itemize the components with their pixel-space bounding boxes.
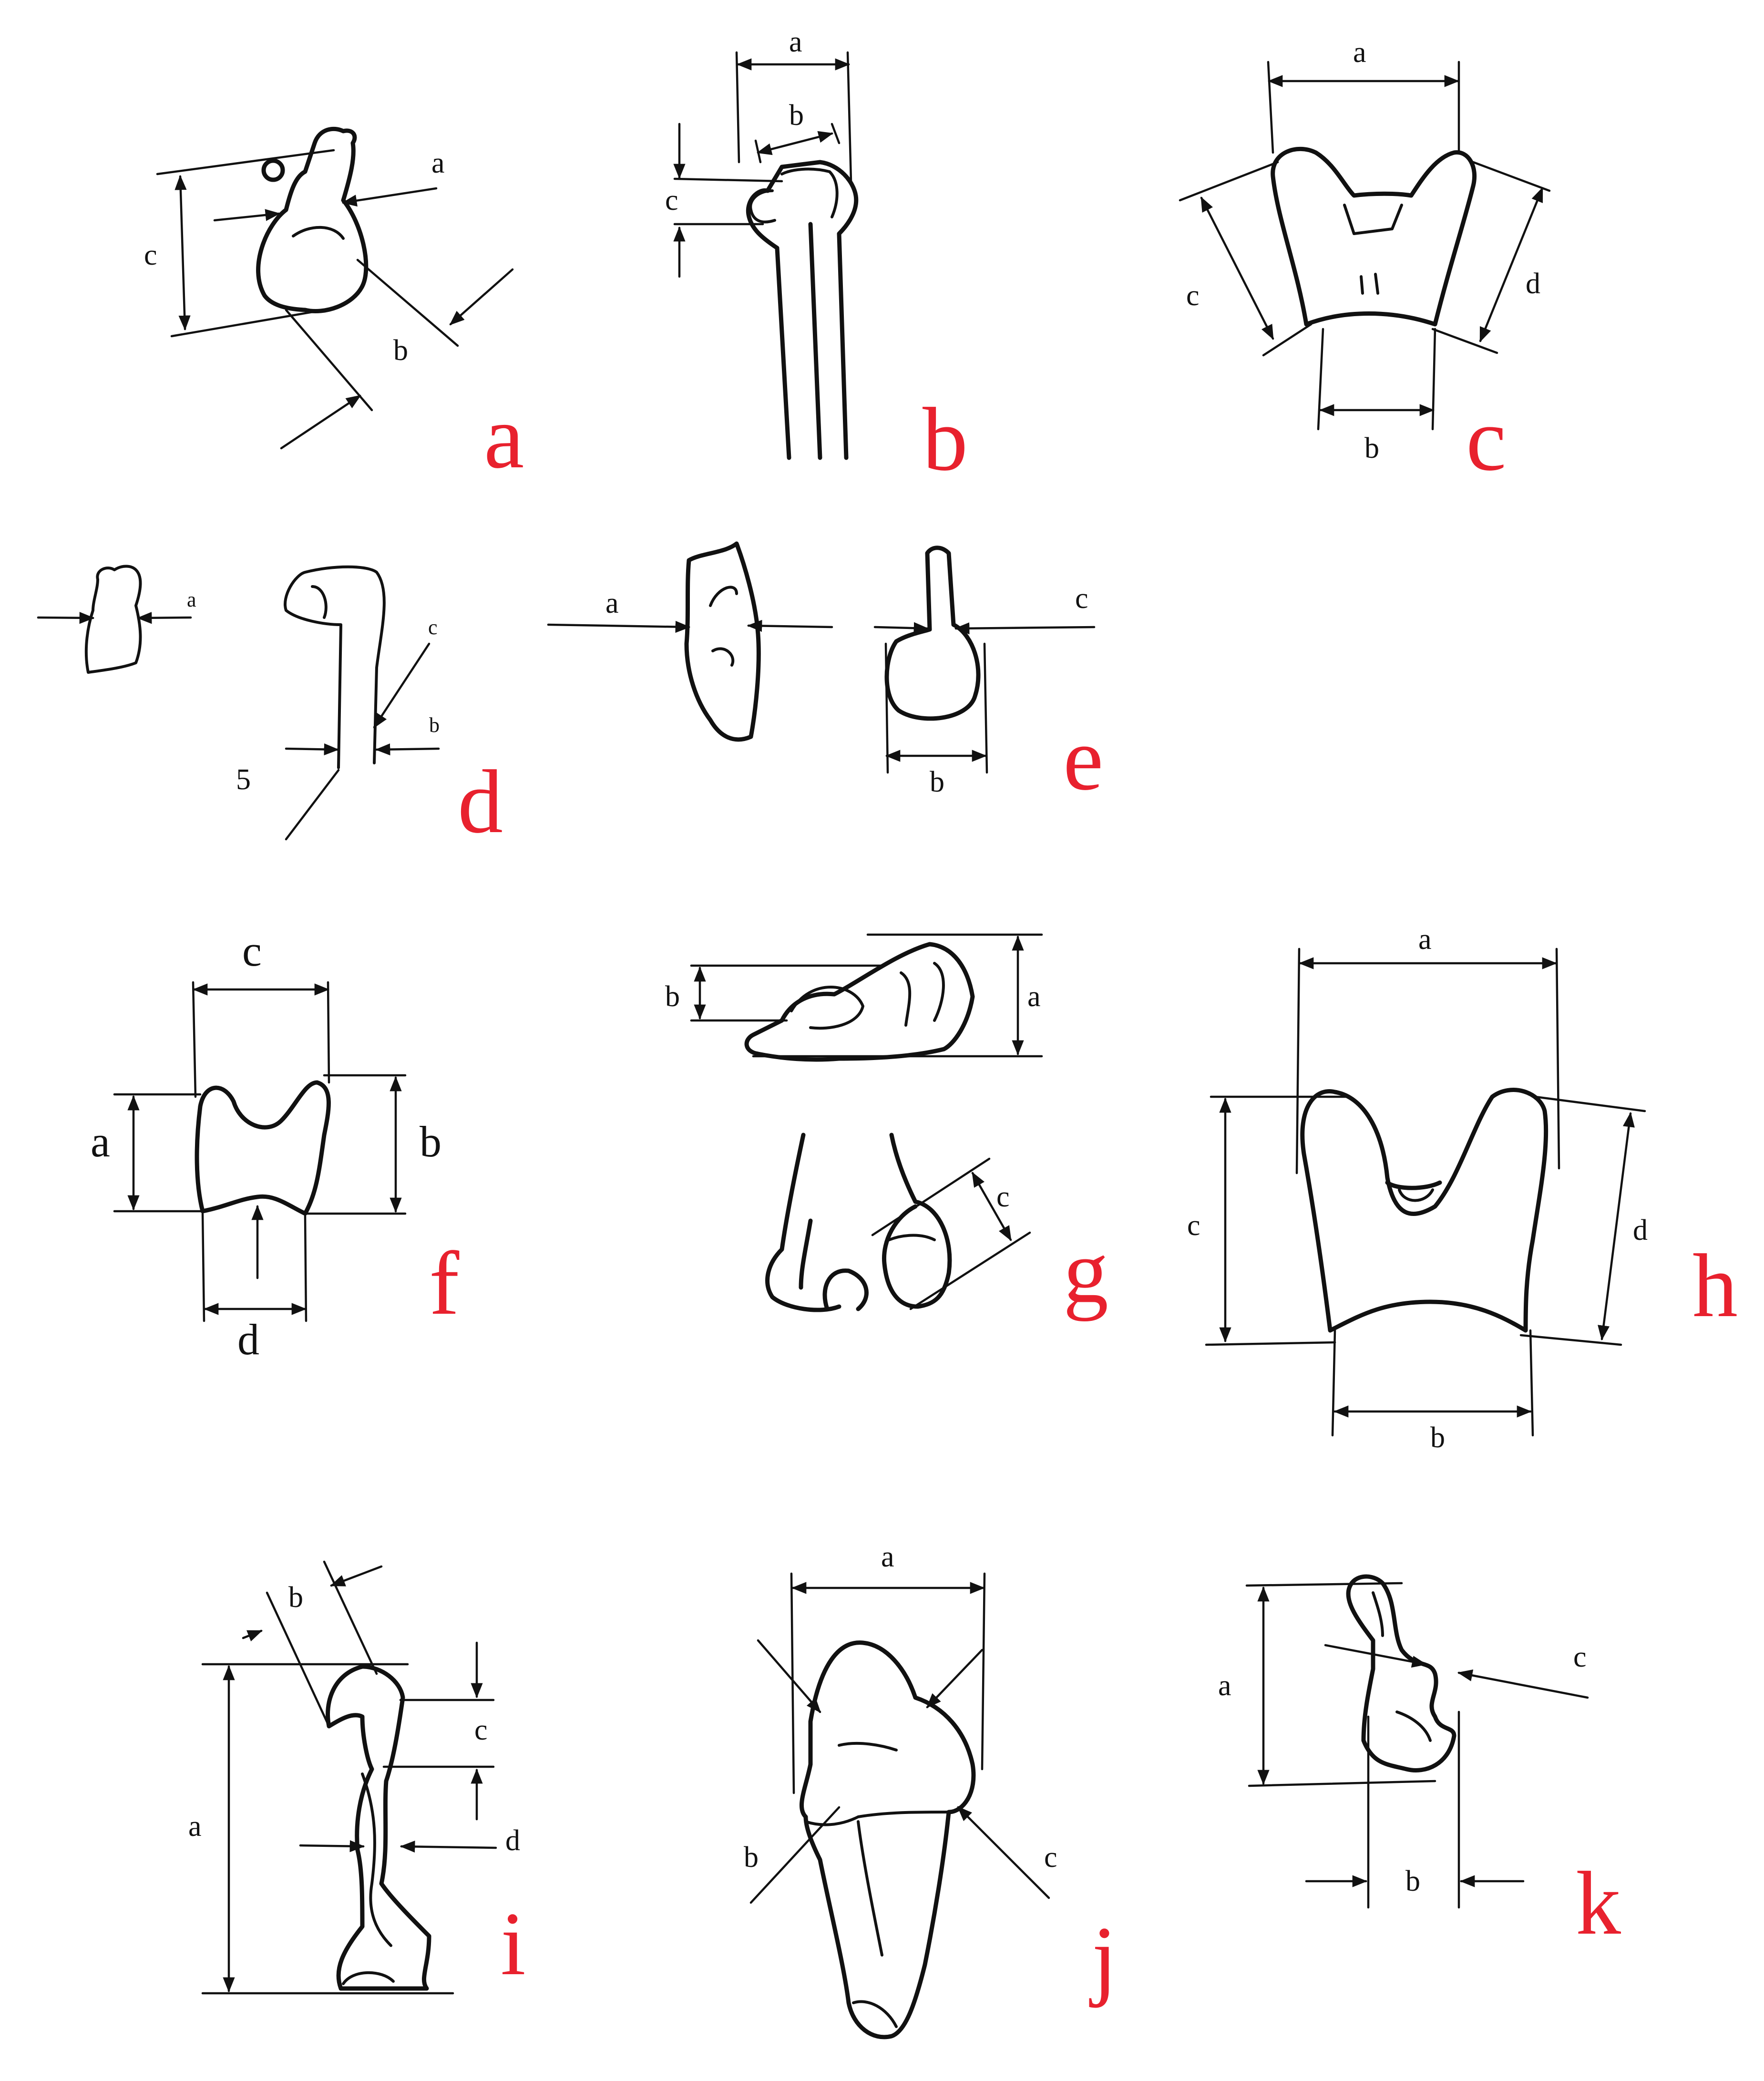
- panel-h-label: h: [1692, 1236, 1738, 1336]
- panel-h-measure-c: c: [1187, 1209, 1200, 1242]
- panel-c-measure-a: a: [1353, 36, 1366, 69]
- panel-h-dimension-lines: [1205, 948, 1646, 1437]
- panel-e-measure-c: c: [1075, 582, 1088, 615]
- panel-d-dimension-lines: [37, 612, 440, 841]
- panel-k-measure-b: b: [1405, 1865, 1420, 1897]
- panel-k-label: k: [1576, 1854, 1621, 1954]
- panel-a-measure-c: c: [144, 239, 157, 271]
- panel-d-measure-c: c: [428, 616, 438, 639]
- panel-g-measure-b: b: [665, 980, 680, 1013]
- panel-h-measure-d: d: [1633, 1214, 1648, 1247]
- panel-i-bone-outline: [326, 1664, 431, 1991]
- panel-c-measure-c: c: [1186, 279, 1200, 312]
- panel-g-label: g: [1063, 1222, 1108, 1322]
- panel-d-bone-outline: [84, 565, 386, 769]
- panel-f-bone-outline: [195, 1080, 331, 1216]
- panel-e-measure-b: b: [930, 766, 944, 798]
- panel-c-measure-b: b: [1364, 432, 1379, 464]
- panel-k-dimension-lines: [1245, 1582, 1589, 1909]
- panel-f-measure-d: d: [237, 1315, 259, 1364]
- panel-g-dimension-lines: [690, 933, 1043, 1310]
- panel-a-dimension-lines: [156, 149, 514, 450]
- panel-c: a b c d c: [1179, 36, 1551, 490]
- panel-h-measure-b: b: [1430, 1422, 1445, 1454]
- panel-a-measure-a: a: [431, 147, 445, 179]
- panel-c-dimension-lines: [1179, 61, 1551, 431]
- panel-i-label: i: [501, 1894, 526, 1994]
- panel-b-bone-outline: [746, 160, 859, 460]
- panel-i-measure-b: b: [288, 1581, 303, 1614]
- panel-j: a b c j: [744, 1541, 1117, 2040]
- panel-b-dimension-lines: [673, 51, 852, 278]
- panel-b-measure-b: b: [789, 99, 804, 132]
- panel-d-label: d: [458, 752, 503, 852]
- panel-f-measure-a: a: [91, 1117, 110, 1166]
- panel-h-bone-outline: [1300, 1088, 1549, 1333]
- panel-i-measure-a: a: [188, 1810, 202, 1843]
- panel-a-label: a: [484, 387, 524, 487]
- panel-e-bone-outline: [684, 541, 981, 742]
- panel-d-stray-text: 5: [236, 763, 251, 796]
- panel-g-measure-c: c: [996, 1181, 1010, 1213]
- panel-i: b a c d i: [188, 1560, 526, 1995]
- panel-i-measure-c: c: [474, 1714, 488, 1746]
- panel-j-dimension-lines: [749, 1572, 1050, 1904]
- panel-h-measure-a: a: [1418, 923, 1432, 956]
- panel-i-measure-d: d: [505, 1824, 520, 1857]
- panel-d-measure-b: b: [429, 713, 440, 737]
- panel-f-dimension-lines: [113, 981, 407, 1322]
- panel-f-measure-c: c: [242, 927, 262, 975]
- panel-g-bone-outline: [744, 942, 975, 1312]
- panel-b-label: b: [923, 390, 968, 490]
- panel-a-measure-b: b: [393, 334, 408, 367]
- panel-d: a b c 5 d: [37, 565, 503, 852]
- panel-f-label: f: [429, 1234, 460, 1334]
- panel-j-measure-c: c: [1044, 1841, 1057, 1874]
- panel-a: a b c a: [144, 126, 524, 487]
- panel-c-measure-d: d: [1526, 268, 1540, 300]
- panel-e-label: e: [1063, 709, 1103, 809]
- panel-f-measure-b: b: [420, 1117, 441, 1166]
- panel-k: a b c k: [1218, 1574, 1621, 1954]
- panel-c-label: c: [1466, 390, 1506, 490]
- panel-j-label: j: [1089, 1908, 1117, 2009]
- panel-j-measure-b: b: [744, 1841, 759, 1874]
- panel-j-bone-outline: [799, 1640, 976, 2040]
- panel-f: c a b d f: [91, 927, 460, 1364]
- panel-g-measure-a: a: [1027, 980, 1041, 1013]
- panel-c-bone-outline: [1271, 146, 1477, 327]
- panel-b-measure-a: a: [789, 26, 802, 58]
- panel-h: a b c d h: [1187, 923, 1738, 1454]
- panel-e-measure-a: a: [605, 587, 619, 619]
- panel-k-measure-a: a: [1218, 1669, 1231, 1702]
- panel-k-measure-c: c: [1573, 1641, 1587, 1673]
- panel-d-measure-a: a: [187, 588, 196, 611]
- panel-g: b a c g: [665, 933, 1108, 1322]
- panel-e: a b c e: [547, 541, 1103, 809]
- panel-a-bone-outline: [256, 126, 369, 314]
- panel-j-measure-a: a: [881, 1541, 894, 1573]
- panel-b: a b c b: [665, 26, 968, 490]
- panel-i-dimension-lines: [201, 1560, 497, 1995]
- panel-e-dimension-lines: [547, 619, 1096, 774]
- panel-b-measure-c: c: [665, 184, 678, 216]
- panel-k-bone-outline: [1346, 1574, 1456, 1772]
